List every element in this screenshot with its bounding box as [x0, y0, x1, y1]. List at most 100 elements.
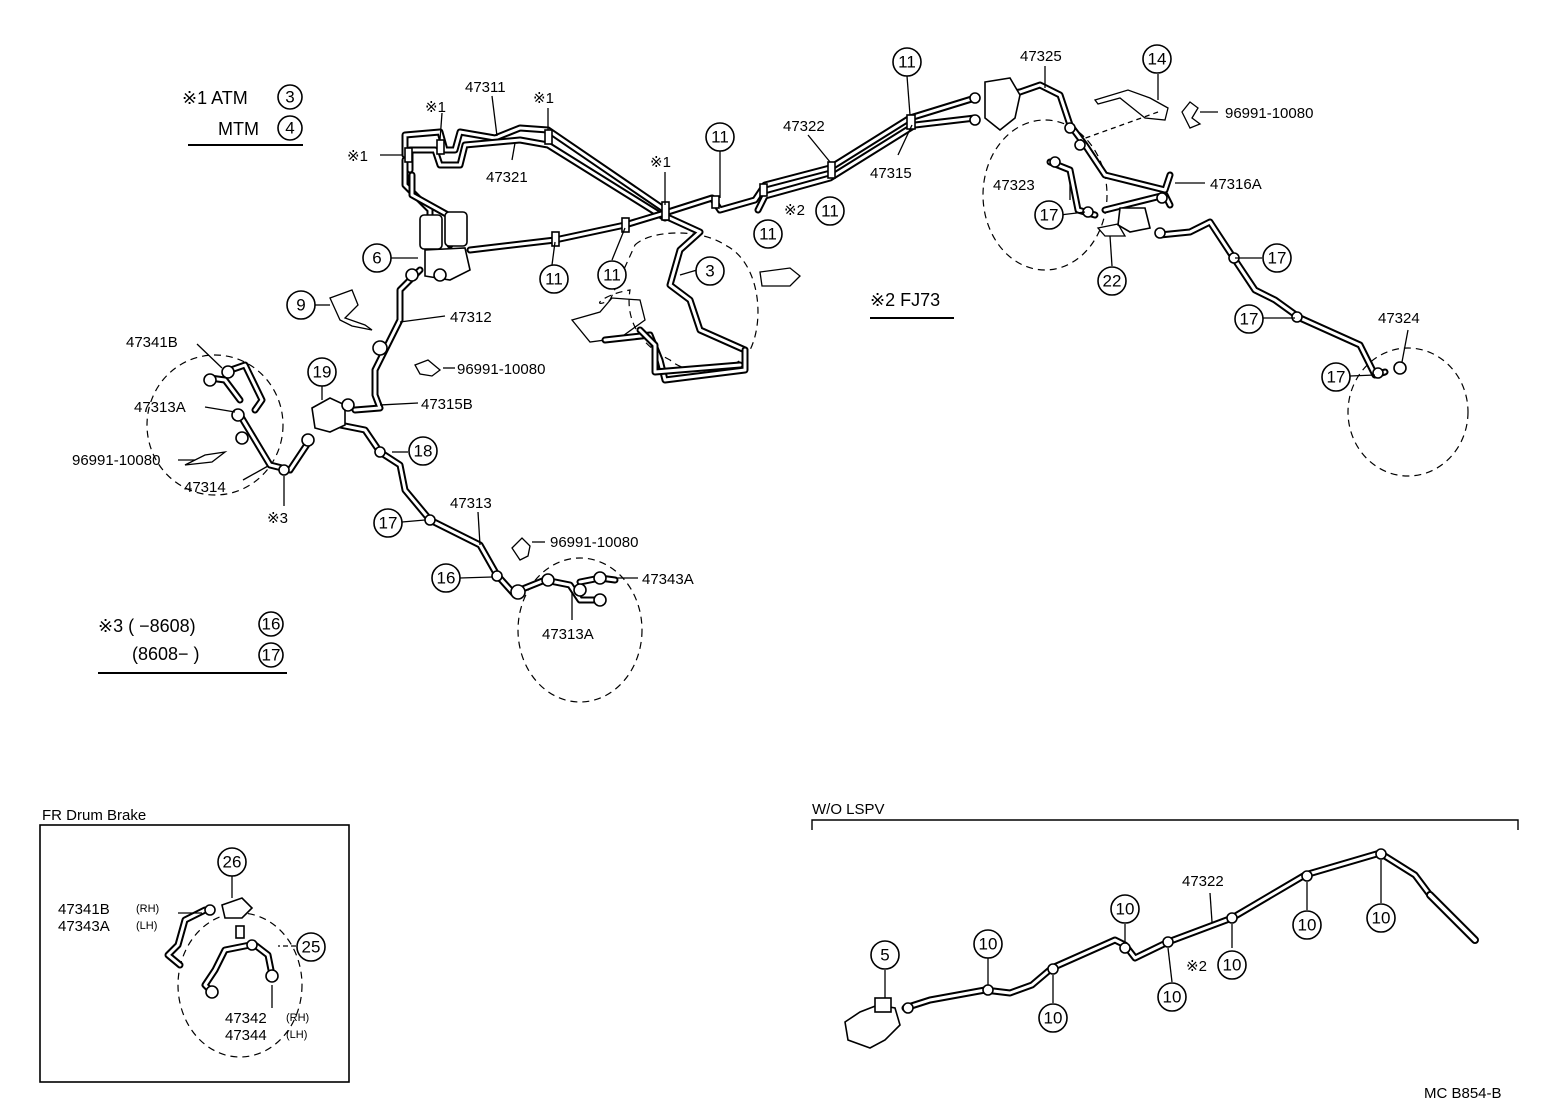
svg-text:10: 10 [1298, 916, 1317, 935]
hose-fitting [573, 583, 587, 597]
master-cylinder-body [570, 297, 646, 343]
part-47324: 47324 [1378, 310, 1420, 327]
clamp [1047, 963, 1059, 975]
leader-lines [178, 66, 1409, 620]
callout-circle [258, 642, 284, 668]
svg-text:10: 10 [1163, 988, 1182, 1007]
inset-rh-1: (RH) [136, 903, 159, 915]
note-mtm-ref: 4 [285, 119, 294, 138]
hose-fitting [510, 584, 526, 600]
clamp [906, 114, 916, 130]
svg-text:17: 17 [1240, 310, 1259, 329]
part-labels: 47311 47321 47322 47315 47325 96991-1008… [72, 48, 1420, 643]
part-96991-10080-d: 96991-10080 [550, 534, 638, 551]
clamp [278, 464, 290, 476]
part-47343A: 47343A [642, 571, 694, 588]
note-8608-a-ref: 16 [262, 615, 281, 634]
note-atm-text: ※1 ATM [182, 88, 248, 108]
part-47313: 47313 [450, 495, 492, 512]
bracket-22 [1096, 223, 1127, 237]
part-47312: 47312 [450, 309, 492, 326]
hose-fitting [341, 398, 355, 412]
callout-11-c: 11 [815, 196, 845, 226]
svg-text:11: 11 [759, 225, 777, 244]
rear-junction [984, 77, 1021, 132]
callout-19: 19 [307, 357, 337, 387]
svg-text:9: 9 [296, 296, 305, 315]
inset-wheel-cylinder [221, 897, 254, 919]
clamp [1291, 311, 1303, 323]
svg-text:11: 11 [545, 270, 563, 289]
lspv-valve-port [874, 997, 892, 1013]
callout-9: 9 [286, 290, 316, 320]
callout-17-b: 17 [1262, 243, 1292, 273]
inset-part-47343A: 47343A [58, 918, 110, 935]
clamp [1119, 942, 1131, 954]
inset-lh-1: (LH) [136, 920, 157, 932]
rear-fitting [1393, 361, 1407, 375]
svg-text:10: 10 [1372, 909, 1391, 928]
callout-11-a: 11 [892, 47, 922, 77]
booster-mount [759, 267, 801, 287]
inset-rh-2: (RH) [286, 1012, 309, 1024]
svg-text:18: 18 [414, 442, 433, 461]
callout-17-e: 17 [373, 508, 403, 538]
svg-text:17: 17 [1268, 249, 1287, 268]
clamp [424, 514, 436, 526]
part-47325: 47325 [1020, 48, 1062, 65]
inset-fitting [246, 939, 258, 951]
inset-wo-lspv: W/O LSPV 5 10 10 10 10 10 10 10 47 [811, 801, 1519, 1049]
three-way-junction [311, 397, 346, 433]
mark-star3: ※3 [267, 510, 288, 527]
callout-17-d: 17 [1321, 362, 1351, 392]
callout-circle [277, 115, 303, 141]
svg-text:5: 5 [880, 946, 889, 965]
clip-96991-d [511, 537, 531, 561]
clamp [374, 446, 386, 458]
hose-fitting [203, 373, 217, 387]
clamp [1375, 848, 1387, 860]
callout-11-f: 11 [597, 260, 627, 290]
callout-10-b: 10 [1038, 1003, 1068, 1033]
inset-fitting [204, 904, 216, 916]
inset-lspv-title: W/O LSPV [812, 801, 885, 818]
callout-26: 26 [217, 847, 247, 877]
part-96991-10080-b: 96991-10080 [457, 361, 545, 378]
hose-fitting [593, 571, 607, 585]
callout-25: 25 [296, 932, 326, 962]
svg-text:10: 10 [1116, 900, 1135, 919]
inset-fr-drum-brake: FR Drum Brake 26 25 47341B (RH) 47343A (… [39, 807, 350, 1083]
inset-part-47344: 47344 [225, 1027, 267, 1044]
hose-fitting [541, 573, 555, 587]
lspv-mark-star2: ※2 [1186, 958, 1207, 975]
svg-text:17: 17 [1040, 206, 1059, 225]
note-8608-a: ※3 ( −8608) [98, 616, 196, 636]
bracket-9 [329, 289, 373, 331]
callout-16: 16 [431, 563, 461, 593]
lspv-part-47322: 47322 [1182, 873, 1224, 890]
rear-fitting [1154, 227, 1166, 239]
clamp [436, 139, 445, 155]
pipe-47312 [351, 266, 424, 414]
valve-fitting [405, 268, 419, 282]
lspv-fitting [902, 1002, 914, 1014]
rear-fitting [1074, 139, 1086, 151]
part-96991-10080-a: 96991-10080 [1225, 105, 1313, 122]
clamp [1226, 912, 1238, 924]
part-47313A-left: 47313A [134, 399, 186, 416]
callout-11-d: 11 [753, 219, 783, 249]
valve-block [424, 247, 471, 281]
pipe-47314 [236, 411, 314, 474]
part-47315B: 47315B [421, 396, 473, 413]
part-47316A: 47316A [1210, 176, 1262, 193]
valve-right [444, 211, 468, 247]
inset-drum-frame [39, 824, 350, 1083]
callout-10-a: 10 [973, 929, 1003, 959]
svg-text:26: 26 [223, 853, 242, 872]
hose-fitting [221, 365, 235, 379]
mark-star1-c: ※1 [347, 148, 368, 165]
hose-fitting [231, 408, 245, 422]
front-right-disc-outline [146, 354, 284, 496]
svg-text:11: 11 [711, 128, 729, 147]
front-left-disc-outline [517, 557, 643, 703]
